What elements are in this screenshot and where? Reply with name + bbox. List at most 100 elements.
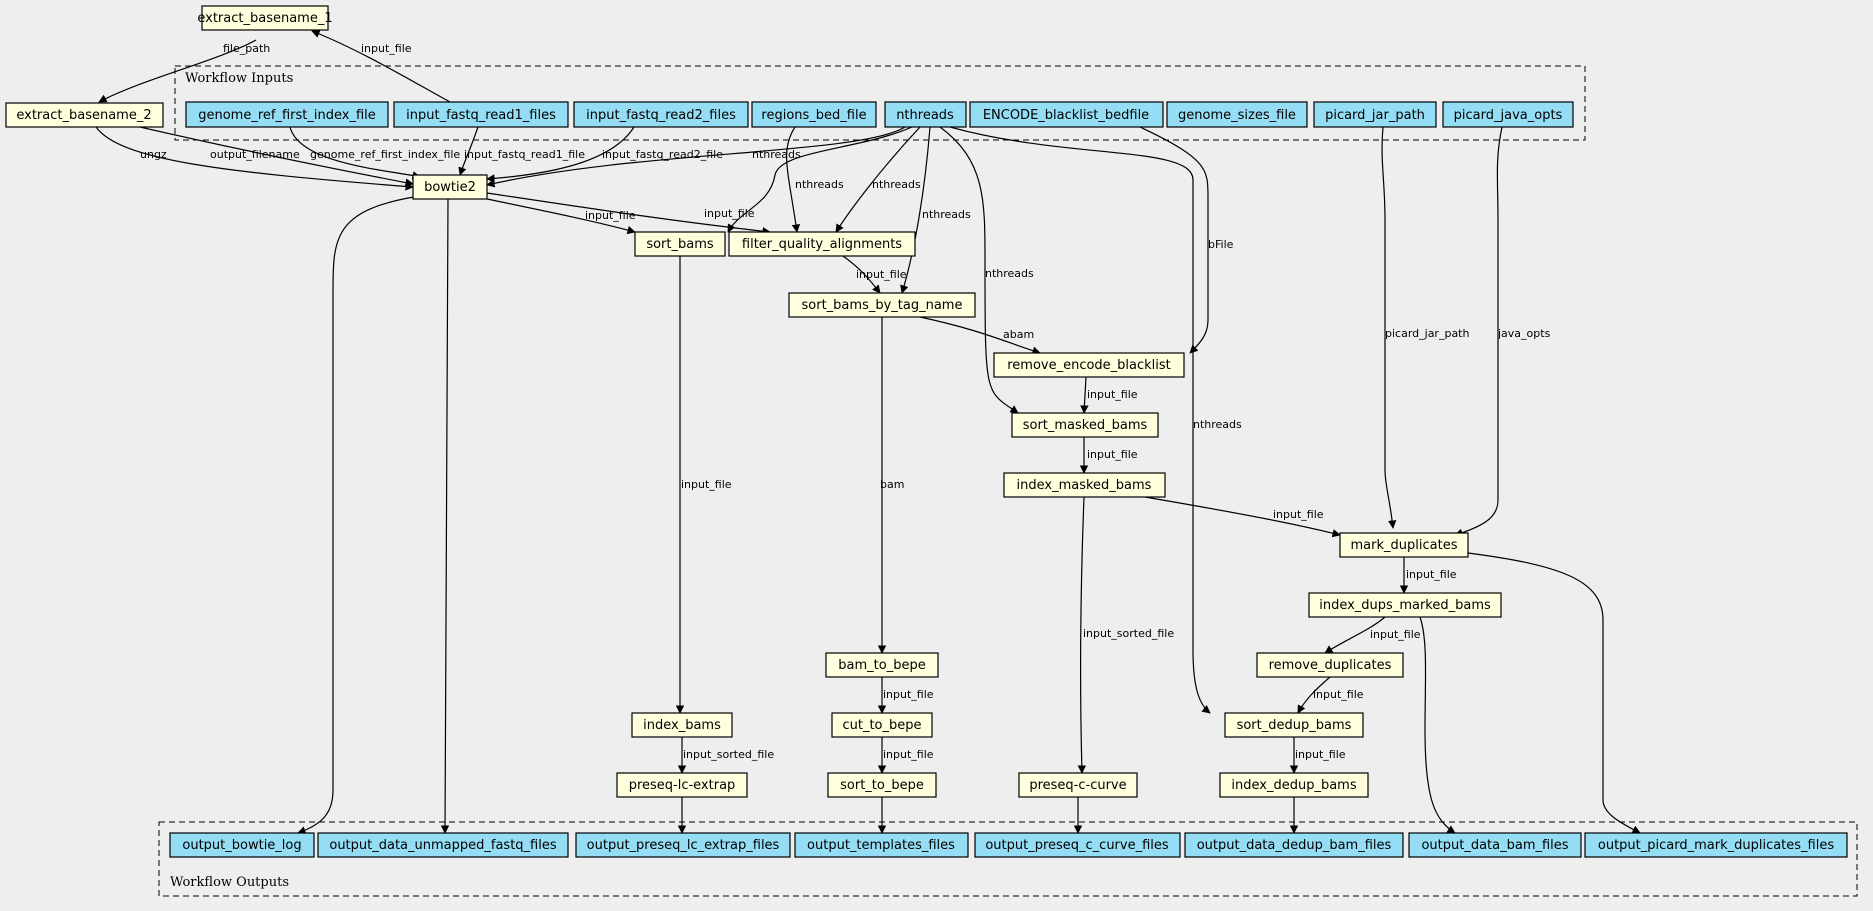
edge-indexmasked-markdup <box>1144 496 1341 538</box>
edge-label-input-file-markdup: input_file <box>1273 508 1324 521</box>
edge-label-bfile: bFile <box>1208 238 1234 251</box>
output-data-unmapped-fastq-files[interactable]: output_data_unmapped_fastq_files <box>317 832 569 858</box>
output-bowtie-log[interactable]: output_bowtie_log <box>169 832 315 858</box>
node-extract-basename-1[interactable]: extract_basename_1 <box>197 5 333 31</box>
input-regions-bed-file[interactable]: regions_bed_file <box>751 101 877 128</box>
node-label: index_masked_bams <box>1017 478 1152 493</box>
edge-bowtie2-filter <box>486 192 771 236</box>
edge-read1-extract1 <box>311 29 451 103</box>
node-preseq-lc-extrap[interactable]: preseq-lc-extrap <box>616 772 748 798</box>
node-index-dups-marked-bams[interactable]: index_dups_marked_bams <box>1308 592 1502 618</box>
node-label: picard_jar_path <box>1325 108 1425 123</box>
node-bowtie2[interactable]: bowtie2 <box>412 174 488 200</box>
edge-removedups-sortdedup <box>1297 676 1331 714</box>
node-bam-to-bepe[interactable]: bam_to_bepe <box>825 652 939 678</box>
node-label: remove_duplicates <box>1269 658 1392 673</box>
input-picard-java-opts[interactable]: picard_java_opts <box>1442 101 1574 128</box>
node-label: sort_masked_bams <box>1023 418 1148 433</box>
input-fastq-read1-files[interactable]: input_fastq_read1_files <box>393 101 569 128</box>
edge-label-output-filename: output_filename <box>210 148 300 161</box>
edge-filter-sortbytag <box>842 255 881 294</box>
node-label: bam_to_bepe <box>838 658 925 673</box>
node-cut-to-bepe[interactable]: cut_to_bepe <box>831 712 933 738</box>
edge-nthreads-bowtie2 <box>486 126 906 188</box>
edge-label-input-file: input_file <box>361 42 412 55</box>
node-sort-bams-by-tag-name[interactable]: sort_bams_by_tag_name <box>788 292 976 318</box>
node-index-bams[interactable]: index_bams <box>631 712 733 738</box>
node-label: input_fastq_read2_files <box>586 108 736 123</box>
input-fastq-read2-files[interactable]: input_fastq_read2_files <box>573 101 749 128</box>
node-mark-duplicates[interactable]: mark_duplicates <box>1339 532 1469 558</box>
node-index-dedup-bams[interactable]: index_dedup_bams <box>1219 772 1369 798</box>
edge-nthreads-sortbams <box>727 126 913 233</box>
edge-label-nthreads-bowtie2: nthreads <box>752 148 801 161</box>
edge-label-input-file-sortbytag: input_file <box>856 268 907 281</box>
edge-label-genome-ref: genome_ref_first_index_file <box>310 148 460 161</box>
edge-regionsbed-filter <box>786 126 801 233</box>
edge-nthreads-filter <box>835 126 921 233</box>
output-preseq-lc-extrap-files[interactable]: output_preseq_lc_extrap_files <box>575 832 791 858</box>
edge-labels: file_path input_file ungz output_filenam… <box>140 42 1551 761</box>
edge-label-input-file-filter: input_file <box>704 207 755 220</box>
node-extract-basename-2[interactable]: extract_basename_2 <box>5 102 164 128</box>
output-preseq-c-curve-files[interactable]: output_preseq_c_curve_files <box>974 832 1181 858</box>
edge-label-ungz: ungz <box>140 148 167 161</box>
edge-label-nthreads-sortbytag: nthreads <box>922 208 971 221</box>
edge-nthreads-sortdedup <box>949 126 1211 714</box>
edge-bowtie2-bowtielog <box>297 195 421 835</box>
nodes: extract_basename_1 extract_basename_2 ge… <box>5 5 1848 858</box>
node-label: genome_sizes_file <box>1178 108 1296 123</box>
node-preseq-c-curve[interactable]: preseq-c-curve <box>1018 772 1138 798</box>
edge-label-input-file-sortdedup: input_file <box>1313 688 1364 701</box>
node-label: sort_bams <box>646 237 714 252</box>
workflow-inputs-cluster: Workflow Inputs <box>174 65 1586 141</box>
output-data-dedup-bam-files[interactable]: output_data_dedup_bam_files <box>1184 832 1404 858</box>
edge-extract1-extract2 <box>98 39 257 103</box>
edge-label-input-file-sortbams: input_file <box>585 209 636 222</box>
node-sort-masked-bams[interactable]: sort_masked_bams <box>1011 412 1159 438</box>
node-label: sort_dedup_bams <box>1237 718 1352 733</box>
node-sort-bams[interactable]: sort_bams <box>634 231 726 257</box>
node-label: bowtie2 <box>424 180 476 195</box>
edge-bowtie2-sortbams <box>486 198 636 235</box>
edge-label-nthreads-sortdedup: nthreads <box>1193 418 1242 431</box>
edge-picardjar-markdup <box>1381 126 1397 529</box>
node-label: remove_encode_blacklist <box>1007 358 1171 373</box>
node-sort-to-bepe[interactable]: sort_to_bepe <box>827 772 937 798</box>
edge-read1-bowtie2 <box>458 126 479 176</box>
input-genome-sizes-file[interactable]: genome_sizes_file <box>1166 101 1308 128</box>
edge-label-read1: input_fastq_read1_file <box>464 148 585 161</box>
edge-label-nthreads-sortbams: nthreads <box>795 178 844 191</box>
node-label: sort_to_bepe <box>840 778 924 793</box>
edge-label-input-file-cuttobepe: input_file <box>883 688 934 701</box>
node-index-masked-bams[interactable]: index_masked_bams <box>1003 472 1166 498</box>
edge-label-input-file-sorttobepe: input_file <box>883 748 934 761</box>
output-templates-files[interactable]: output_templates_files <box>794 832 969 858</box>
edge-label-input-file-removedups: input_file <box>1370 628 1421 641</box>
node-label: output_data_bam_files <box>1421 838 1568 853</box>
edge-label-file-path: file_path <box>223 42 270 55</box>
output-data-bam-files[interactable]: output_data_bam_files <box>1408 832 1582 858</box>
node-label: output_bowtie_log <box>182 838 301 853</box>
workflow-outputs-label: Workflow Outputs <box>170 875 289 890</box>
node-sort-dedup-bams[interactable]: sort_dedup_bams <box>1224 712 1364 738</box>
input-picard-jar-path[interactable]: picard_jar_path <box>1313 101 1437 128</box>
input-genome-ref-first-index-file[interactable]: genome_ref_first_index_file <box>185 101 389 128</box>
edge-label-input-file-indexdedup: input_file <box>1295 748 1346 761</box>
input-nthreads[interactable]: nthreads <box>884 101 967 128</box>
output-picard-mark-duplicates-files[interactable]: output_picard_mark_duplicates_files <box>1584 832 1848 858</box>
node-label: output_data_dedup_bam_files <box>1197 838 1392 853</box>
node-remove-encode-blacklist[interactable]: remove_encode_blacklist <box>993 352 1185 378</box>
node-label: output_preseq_c_curve_files <box>985 838 1169 853</box>
node-label: extract_basename_1 <box>197 11 332 26</box>
node-label: output_picard_mark_duplicates_files <box>1598 838 1834 853</box>
node-remove-duplicates[interactable]: remove_duplicates <box>1256 652 1404 678</box>
node-label: sort_bams_by_tag_name <box>802 298 963 313</box>
node-label: output_preseq_lc_extrap_files <box>587 838 780 853</box>
node-filter-quality-alignments[interactable]: filter_quality_alignments <box>728 231 916 257</box>
node-label: output_data_unmapped_fastq_files <box>329 838 556 853</box>
input-encode-blacklist-bedfile[interactable]: ENCODE_blacklist_bedfile <box>969 101 1164 128</box>
edge-indexmasked-preseqccurve <box>1077 496 1086 774</box>
edge-nthreads-sortmasked <box>939 126 1019 414</box>
